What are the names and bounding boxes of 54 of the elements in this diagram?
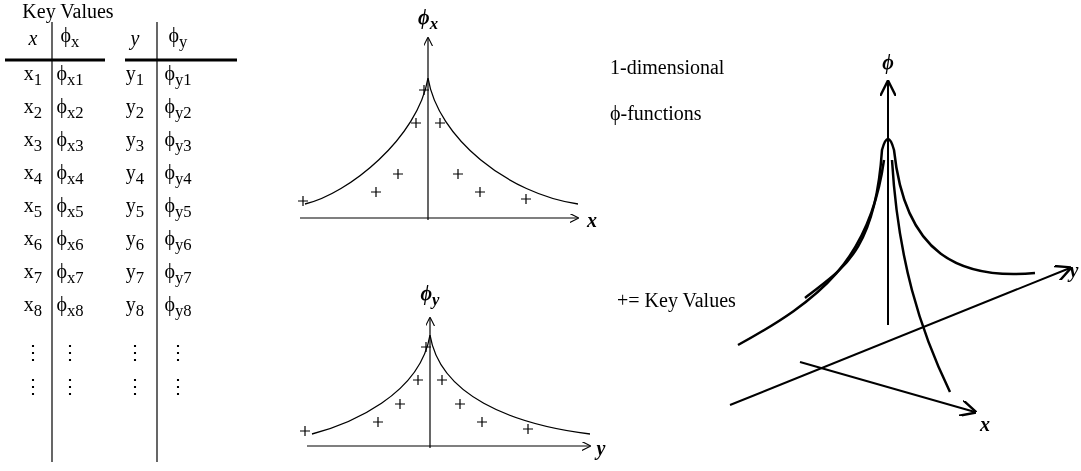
table-cell: x$_{1}$: [23, 62, 43, 90]
axis-label: x: [980, 413, 990, 435]
table-cell: y$_{6}$: [125, 227, 145, 255]
table-cell: x$_{7}$: [23, 260, 43, 288]
axis-label: x: [587, 209, 597, 231]
table-cell: ϕ$_{y4}$: [164, 161, 192, 189]
table-cell: ϕ$_{y8}$: [164, 293, 192, 321]
table-cell: ⋮: [125, 375, 145, 397]
axis-label: ϕ$_{x}$: [418, 6, 438, 34]
table-cell: y$_{5}$: [125, 194, 145, 222]
table-cell: ϕ$_{x1}$: [56, 62, 84, 90]
table-cell: y$_{4}$: [125, 161, 145, 189]
column-header: x: [28, 27, 38, 49]
table-cell: y$_{1}$: [125, 62, 145, 90]
table-cell: x$_{4}$: [23, 161, 43, 189]
column-header: ϕ$_{x}$: [60, 24, 80, 52]
table-cell: x$_{2}$: [23, 95, 43, 123]
table-title: Key Values: [22, 0, 114, 22]
table-cell: x$_{3}$: [23, 128, 43, 156]
table-cell: y$_{7}$: [125, 260, 145, 288]
legend-note: += Key Values: [617, 289, 736, 311]
table-cell: ⋮: [23, 341, 43, 363]
table-cell: ⋮: [125, 341, 145, 363]
table-cell: ϕ$_{y2}$: [164, 95, 192, 123]
axis-label: y: [1069, 259, 1079, 281]
column-header: ϕ$_{y}$: [168, 24, 188, 52]
table-cell: ϕ$_{y7}$: [164, 260, 192, 288]
table-cell: ϕ$_{x7}$: [56, 260, 84, 288]
table-cell: y$_{8}$: [125, 293, 145, 321]
table-cell: y$_{2}$: [125, 95, 145, 123]
axis-label: y: [596, 437, 606, 459]
table-cell: ϕ$_{y6}$: [164, 227, 192, 255]
table-cell: ⋮: [60, 375, 80, 397]
table-cell: ϕ$_{x4}$: [56, 161, 84, 189]
table-cell: ⋮: [23, 375, 43, 397]
table-cell: ϕ$_{x3}$: [56, 128, 84, 156]
axis-label: ϕ$_{y}$: [420, 282, 440, 310]
table-cell: ϕ$_{y1}$: [164, 62, 192, 90]
axis-label: ϕ: [882, 51, 894, 73]
table-cell: y$_{3}$: [125, 128, 145, 156]
table-cell: ϕ$_{y5}$: [164, 194, 192, 222]
table-cell: x$_{5}$: [23, 194, 43, 222]
table-cell: ϕ$_{x5}$: [56, 194, 84, 222]
table-cell: x$_{8}$: [23, 293, 43, 321]
table-cell: ϕ$_{x8}$: [56, 293, 84, 321]
table-cell: ϕ$_{x2}$: [56, 95, 84, 123]
table-cell: ⋮: [168, 375, 188, 397]
table-cell: ϕ$_{x6}$: [56, 227, 84, 255]
table-cell: ⋮: [60, 341, 80, 363]
table-cell: ⋮: [168, 341, 188, 363]
annotation-text: 1-dimensional ϕ-functions: [610, 55, 726, 127]
table-cell: x$_{6}$: [23, 227, 43, 255]
column-header: y: [130, 27, 140, 49]
table-cell: ϕ$_{y3}$: [164, 128, 192, 156]
